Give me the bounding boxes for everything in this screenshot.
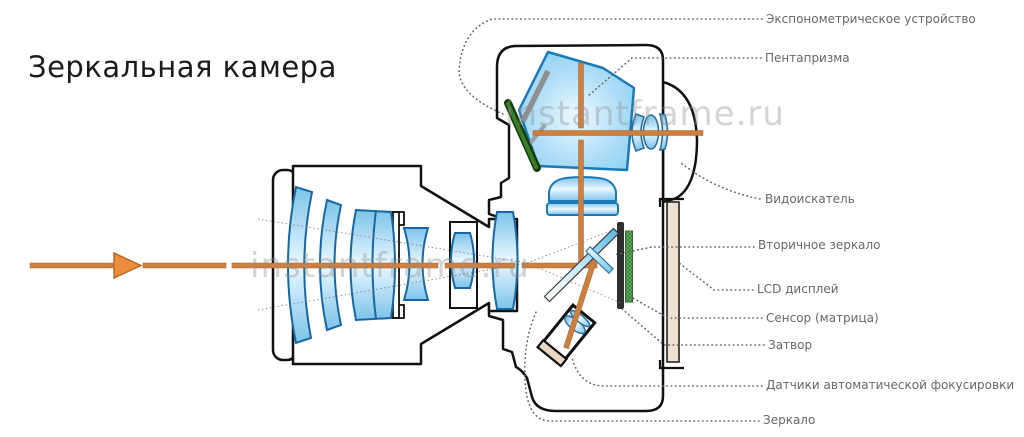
- leader-lcd: [678, 262, 754, 291]
- eyepiece-housing: [661, 80, 699, 204]
- watermark-text: instantframe.ru: [505, 94, 785, 134]
- leader-viewfinder: [680, 162, 761, 200]
- label-mirror: Зеркало: [763, 413, 816, 427]
- leader-pentaprism: [587, 57, 762, 97]
- leader-mirror: [523, 309, 760, 422]
- label-lcd: LCD дисплей: [757, 282, 839, 296]
- label-pentaprism: Пентапризма: [765, 51, 850, 65]
- leader-lines: [458, 18, 765, 422]
- label-af-sensors: Датчики автоматической фокусировки: [766, 378, 1015, 392]
- lens-element-7: [491, 211, 519, 310]
- label-secondary-mirror: Вторичное зеркало: [758, 238, 881, 252]
- lens-element-6: [450, 232, 475, 289]
- leader-secondary-mirror: [612, 246, 755, 256]
- light-path: [29, 62, 704, 350]
- label-sensor: Сенсор (матрица): [766, 311, 879, 325]
- label-exposure-meter: Экспонометрическое устройство: [766, 12, 976, 26]
- label-viewfinder: Видоискатель: [765, 192, 855, 206]
- secondary-mirror-shape: [585, 246, 614, 274]
- label-shutter: Затвор: [768, 338, 813, 352]
- lcd-display: [658, 197, 684, 370]
- light-direction-arrow: [113, 251, 143, 280]
- page-title: Зеркальная камера: [28, 50, 337, 84]
- image-sensor: [625, 230, 633, 303]
- leader-af-sensors: [571, 357, 763, 387]
- exposure-meter-strip: [504, 99, 541, 172]
- leader-shutter: [620, 307, 765, 346]
- leader-exposure-meter: [458, 18, 763, 115]
- leader-sensor: [630, 296, 763, 319]
- light-cone-lines: [257, 218, 622, 311]
- shutter-curtain: [617, 222, 624, 309]
- watermark-text: instantframe.ru: [250, 246, 530, 286]
